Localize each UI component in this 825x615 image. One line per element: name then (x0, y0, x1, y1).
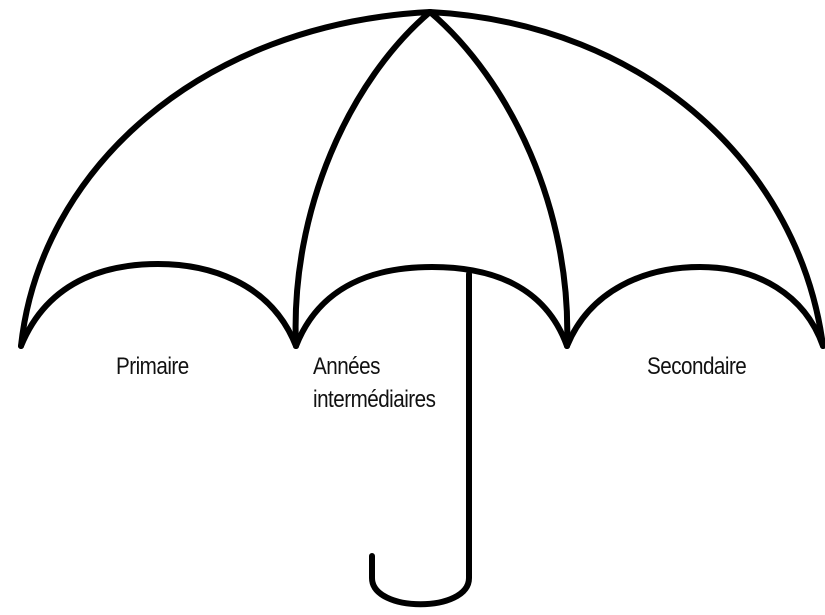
umbrella-canopy-outline (21, 12, 823, 346)
umbrella-right-rib (430, 12, 567, 346)
label-secondaire-line-1: Secondaire (647, 350, 746, 383)
label-secondaire: Secondaire (647, 350, 746, 383)
umbrella-left-rib (296, 12, 430, 346)
umbrella-scallop-right (567, 267, 823, 346)
label-primaire-line-1: Primaire (116, 350, 189, 383)
label-primaire: Primaire (116, 350, 189, 383)
label-annees-line-1: Années (313, 350, 435, 383)
umbrella-scallop-left (21, 264, 296, 346)
umbrella-handle (372, 274, 469, 604)
label-annees-line-2: intermédiaires (313, 383, 435, 416)
label-annees-intermediaires: Années intermédiaires (313, 350, 435, 416)
umbrella-scallop-middle (296, 267, 567, 346)
